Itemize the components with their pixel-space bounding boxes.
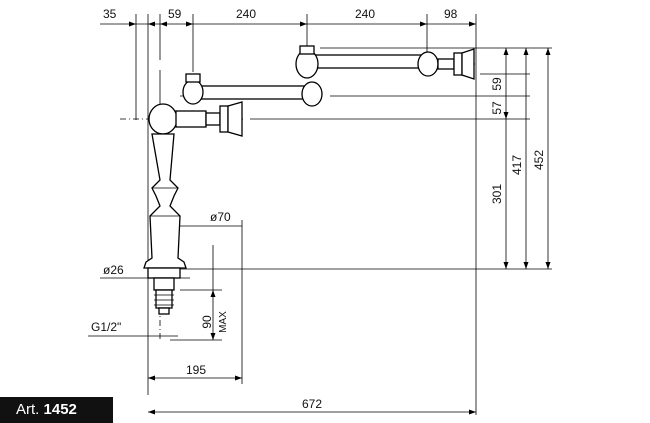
dim-width-672: 672 bbox=[302, 397, 322, 411]
dim-right-301: 301 bbox=[490, 184, 504, 204]
dim-top-59: 59 bbox=[168, 7, 182, 21]
dim-top-240-b: 240 bbox=[355, 7, 375, 21]
dim-diameter-26: ø26 bbox=[103, 263, 124, 277]
dim-right-57: 57 bbox=[490, 101, 504, 115]
article-number: 1452 bbox=[43, 401, 77, 418]
dim-right-417: 417 bbox=[510, 155, 524, 175]
dim-top-98: 98 bbox=[444, 7, 458, 21]
article-prefix: Art. bbox=[16, 401, 40, 418]
dim-width-195: 195 bbox=[186, 363, 206, 377]
faucet-outline bbox=[143, 45, 475, 315]
dim-diameter-70: ø70 bbox=[210, 210, 231, 224]
dim-90: 90 bbox=[200, 315, 214, 329]
dim-max: MAX bbox=[218, 311, 229, 333]
dim-right-452: 452 bbox=[532, 150, 546, 170]
dim-top-240-a: 240 bbox=[236, 7, 256, 21]
dim-top-35: 35 bbox=[103, 7, 117, 21]
dim-right-59: 59 bbox=[490, 77, 504, 91]
article-badge: Art. 1452 bbox=[0, 397, 113, 423]
dim-thread: G1/2" bbox=[91, 320, 121, 334]
